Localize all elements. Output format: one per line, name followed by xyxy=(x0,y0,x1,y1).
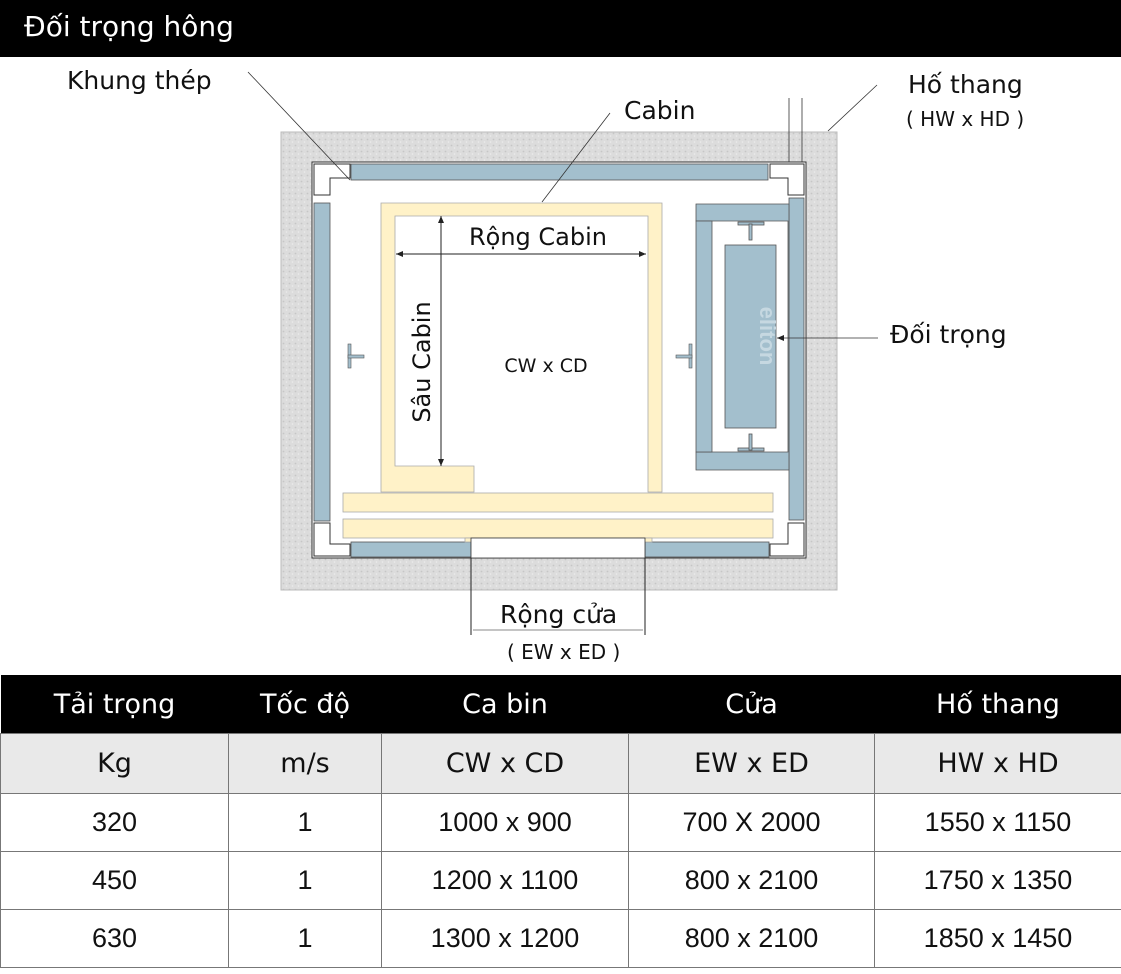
unit-cell: Kg xyxy=(0,733,229,794)
cell-speed: 1 xyxy=(228,851,382,910)
table-units-row: Kg m/s CW x CD EW x ED HW x HD xyxy=(0,733,1121,794)
shaft-dims-label: ( HW x HD ) xyxy=(906,107,1025,131)
cabin-depth-label: Sâu Cabin xyxy=(408,301,436,422)
cabin-dims-label: CW x CD xyxy=(504,355,587,377)
counterweight-frame xyxy=(695,203,790,471)
spec-table: Tải trọng Tốc độ Ca bin Cửa Hố thang Kg … xyxy=(0,675,1121,968)
cell-cabin: 1200 x 1100 xyxy=(381,851,629,910)
door-width-label: Rộng cửa xyxy=(500,600,618,629)
steel-frame-label: Khung thép xyxy=(67,66,212,95)
cell-door: 800 x 2100 xyxy=(628,909,875,968)
table-row: 630 1 1300 x 1200 800 x 2100 1850 x 1450 xyxy=(0,909,1121,968)
header-load: Tải trọng xyxy=(0,675,229,734)
cell-load: 320 xyxy=(0,793,229,852)
header-cabin: Ca bin xyxy=(381,675,629,734)
cell-speed: 1 xyxy=(228,909,382,968)
unit-cell: CW x CD xyxy=(381,733,629,794)
brand-logo: eliton xyxy=(755,307,780,366)
unit-cell: EW x ED xyxy=(628,733,875,794)
cell-speed: 1 xyxy=(228,793,382,852)
cell-load: 450 xyxy=(0,851,229,910)
title-bar: Đối trọng hông xyxy=(0,0,1121,57)
cell-cabin: 1000 x 900 xyxy=(381,793,629,852)
cabin-guide-rails xyxy=(347,343,693,369)
steel-frame-corners xyxy=(313,163,805,557)
counterweight-label: Đối trọng xyxy=(890,320,1007,349)
leader-lines xyxy=(247,71,878,339)
counterweight-block: eliton xyxy=(724,244,780,429)
header-door: Cửa xyxy=(628,675,875,734)
unit-cell: HW x HD xyxy=(874,733,1121,794)
cell-shaft: 1550 x 1150 xyxy=(874,793,1121,852)
cell-load: 630 xyxy=(0,909,229,968)
cabin-label: Cabin xyxy=(624,96,696,125)
shaft-label: Hố thang xyxy=(908,70,1023,99)
unit-cell: m/s xyxy=(228,733,382,794)
shaft-diagram: eliton Rộng Cabin Sâu Cabin CW x CD xyxy=(247,71,878,635)
table-row: 450 1 1200 x 1100 800 x 2100 1750 x 1350 xyxy=(0,851,1121,910)
cabin-width-label: Rộng Cabin xyxy=(469,223,607,251)
steel-panels xyxy=(313,163,805,558)
header-speed: Tốc độ xyxy=(228,675,382,734)
arrowheads xyxy=(396,216,784,466)
table-header-row: Tải trọng Tốc độ Ca bin Cửa Hố thang xyxy=(0,675,1121,734)
cell-shaft: 1750 x 1350 xyxy=(874,851,1121,910)
dimension-lines xyxy=(396,216,646,635)
table-row: 320 1 1000 x 900 700 X 2000 1550 x 1150 xyxy=(0,793,1121,852)
header-shaft: Hố thang xyxy=(874,675,1121,734)
door-opening xyxy=(470,537,646,559)
door-dims-label: ( EW x ED ) xyxy=(507,640,621,664)
cell-door: 700 X 2000 xyxy=(628,793,875,852)
cell-cabin: 1300 x 1200 xyxy=(381,909,629,968)
page-title: Đối trọng hông xyxy=(24,10,234,43)
cell-door: 800 x 2100 xyxy=(628,851,875,910)
cell-shaft: 1850 x 1450 xyxy=(874,909,1121,968)
